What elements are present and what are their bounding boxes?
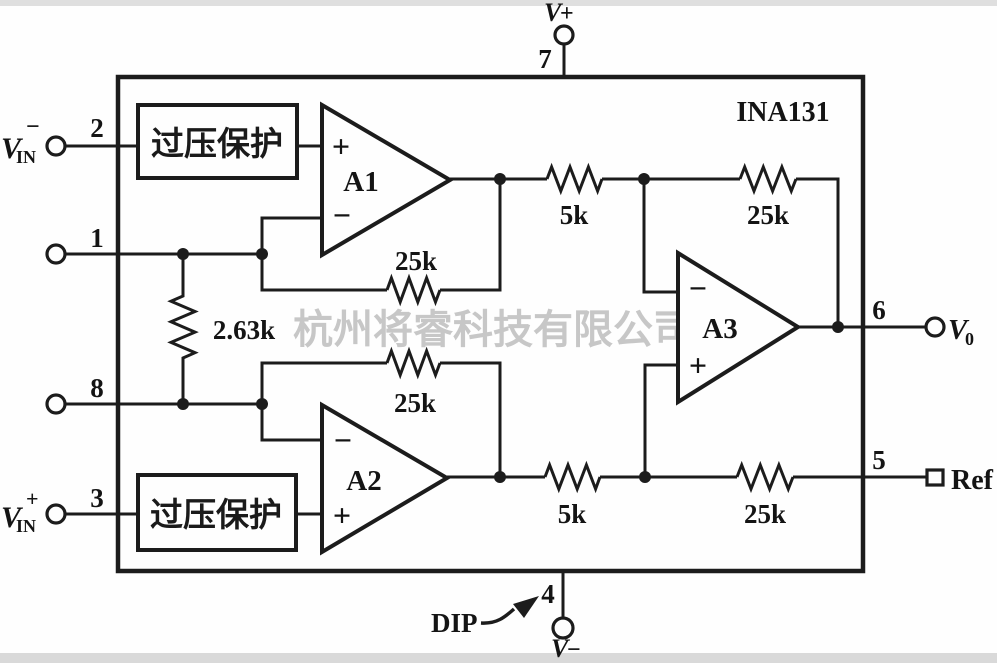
junction-dot [177,398,189,410]
wire-a2-inverting-input [260,404,322,442]
protection-box-bottom-label: 过压保护 [150,496,282,533]
resistor-gain-label: 2.63k [213,315,275,345]
junction-dot [639,471,651,483]
protection-box-bottom [136,473,298,552]
junction-dot [256,248,268,260]
vin-pos-sup: + [26,486,39,511]
dip-arrow-head-icon [513,596,539,618]
pin1-number: 1 [90,223,104,253]
junction-dot [494,471,506,483]
pin3-number: 3 [90,483,104,513]
opamp-a1-plus-sign: + [332,128,350,164]
resistor-a2-feedback-25k [385,346,442,380]
wire-a2-feedback [260,361,502,477]
terminal-pin5-ref [925,468,945,487]
opamp-a3-triangle [676,249,802,406]
vin-pos-label: V IN + [1,486,40,536]
opamp-a3-plus-sign: + [689,347,707,383]
resistor-bottom-25k [735,460,795,494]
vin-neg-label: V IN − [1,114,40,167]
watermark-text: 杭州将睿科技有限公司 [293,308,693,352]
opamp-a2-plus-sign: + [333,497,351,533]
resistor-top-25k-label: 25k [747,200,789,230]
pin6-number: 6 [872,295,886,325]
terminal-pin7 [553,24,575,46]
chip-name-label: INA131 [736,97,829,128]
junction-dot [638,173,650,185]
resistor-gain-2p63k [167,254,199,404]
resistor-bottom-5k-label: 5k [558,499,587,529]
vin-pos-base: V [1,501,24,534]
terminal-pin6 [924,316,946,338]
vout-sub: 0 [965,329,974,349]
resistor-bottom-5k [543,460,602,494]
vminus-label: V − [551,634,581,663]
terminal-pin3 [45,503,67,525]
pin4-number: 4 [541,579,555,609]
chip-outline [115,74,866,574]
opamp-a3-minus-sign: − [689,270,707,306]
vminus-sign: − [567,637,581,663]
wire-a1-inverting-input [260,216,322,254]
vplus-base: V [544,0,564,27]
vout-label: V 0 [948,314,974,349]
resistor-top-5k-label: 5k [560,200,589,230]
resistor-a2-feedback-label: 25k [394,388,436,418]
pin2-number: 2 [90,113,104,143]
opamp-a2-triangle [320,401,451,556]
resistor-top-25k [738,162,798,196]
scan-band-top [0,0,997,6]
terminal-pin4 [551,616,575,640]
opamp-a2-minus-sign: − [334,422,352,458]
junction-dot [494,173,506,185]
vplus-sign: + [560,1,574,27]
wire-a3-noninverting-input [643,363,678,477]
dip-arrow-tail [480,607,516,625]
vin-neg-sup: − [26,114,40,140]
pin5-number: 5 [872,445,886,475]
opamp-a2-label: A2 [346,465,381,497]
vin-neg-sub: IN [16,147,36,167]
ref-label: Ref [951,465,994,496]
vminus-base: V [551,634,571,663]
terminal-pin2 [45,135,67,157]
wire-a3-inverting-input [642,179,678,294]
opamp-a3-label: A3 [702,313,737,345]
terminal-pin8 [45,393,67,415]
wire-a1-feedback [260,179,502,292]
junction-dot [832,321,844,333]
vout-base: V [948,314,970,346]
pin8-number: 8 [90,373,104,403]
resistor-bottom-25k-label: 25k [744,499,786,529]
opamp-a1-label: A1 [343,166,378,198]
vin-neg-base: V [1,132,24,165]
opamp-a1-triangle [320,101,454,259]
resistor-top-5k [545,162,604,196]
resistor-a1-feedback-label: 25k [395,246,437,276]
junction-dot [256,398,268,410]
vin-pos-sub: IN [16,516,36,536]
protection-box-top-label: 过压保护 [151,125,283,162]
protection-box-top [136,103,299,180]
opamp-a1-minus-sign: − [333,197,351,233]
dip-package-label: DIP [431,608,478,638]
pin7-number: 7 [538,44,552,74]
terminal-pin1 [45,243,67,265]
junction-dot [177,248,189,260]
resistor-a1-feedback-25k [385,273,442,307]
vplus-label: V + [544,0,574,27]
scan-band-bottom [0,653,997,663]
